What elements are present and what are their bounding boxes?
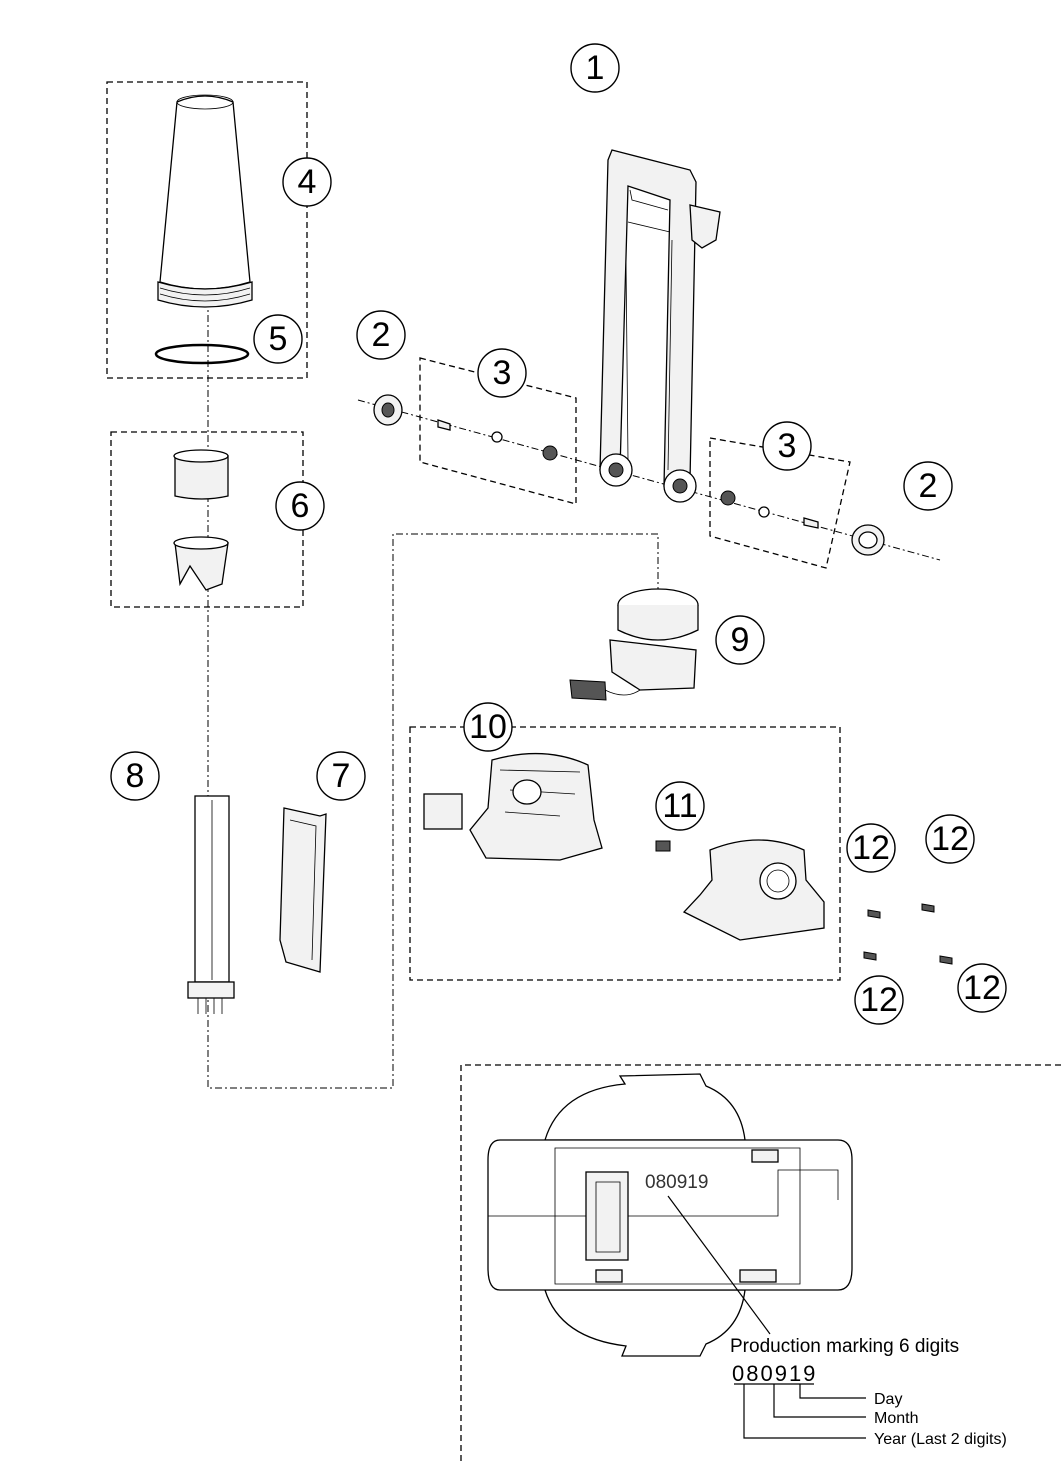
svg-text:12: 12 — [860, 981, 898, 1019]
part-uv-lamp — [187, 795, 235, 1014]
part-housing-base — [423, 752, 603, 861]
part-clip — [655, 840, 671, 852]
svg-text:9: 9 — [731, 621, 750, 659]
svg-text:4: 4 — [298, 163, 317, 201]
group-box-4-5 — [106, 81, 308, 379]
legend-day: Day — [874, 1391, 902, 1408]
part-control-unit — [569, 588, 699, 701]
callout-11: 11 — [655, 781, 705, 831]
svg-text:12: 12 — [931, 820, 969, 858]
callout-9: 9 — [715, 615, 765, 665]
callout-12-a: 12 — [846, 823, 896, 873]
svg-text:6: 6 — [291, 487, 310, 525]
part-screw-1 — [867, 909, 881, 919]
legend-month: Month — [874, 1410, 918, 1427]
part-screw-3 — [863, 951, 877, 961]
stamp-leader-line — [667, 1195, 771, 1335]
part-end-cap-left — [373, 394, 403, 426]
part-end-cap-right — [851, 524, 885, 556]
callout-12-d: 12 — [957, 963, 1007, 1013]
production-marking-digits: 080919 — [732, 1361, 817, 1386]
svg-text:7: 7 — [332, 757, 351, 795]
legend-leader-year — [743, 1384, 866, 1439]
callout-2-left: 2 — [356, 310, 406, 360]
part-screw-2 — [921, 903, 935, 913]
part-filter-cartridges — [173, 449, 229, 591]
production-marking-title: Production marking 6 digits — [730, 1336, 959, 1357]
svg-text:12: 12 — [852, 829, 890, 867]
svg-text:1: 1 — [586, 49, 605, 87]
callout-1: 1 — [570, 43, 620, 93]
part-fastener-set-right — [720, 490, 819, 529]
part-shield-plate — [279, 807, 327, 973]
callout-5: 5 — [253, 314, 303, 364]
part-o-ring — [154, 343, 250, 365]
group-box-6 — [110, 431, 304, 608]
inset-stamp-text: 080919 — [645, 1172, 708, 1193]
callout-12-b: 12 — [925, 814, 975, 864]
svg-text:3: 3 — [778, 427, 797, 465]
svg-text:5: 5 — [269, 320, 288, 358]
inset-base-bottom-view — [487, 1073, 853, 1357]
svg-text:2: 2 — [372, 316, 391, 354]
callout-3-left: 3 — [477, 348, 527, 398]
group-box-3-left — [419, 357, 577, 505]
svg-text:8: 8 — [126, 757, 145, 795]
callout-2-right: 2 — [903, 461, 953, 511]
part-housing-cover — [682, 839, 825, 941]
callout-10: 10 — [463, 702, 513, 752]
assembly-axis-diagonal — [357, 399, 941, 561]
part-screw-4 — [939, 955, 953, 965]
callout-7: 7 — [316, 751, 366, 801]
inset-frame — [460, 1064, 1063, 1461]
callout-8: 8 — [110, 751, 160, 801]
callout-6: 6 — [275, 481, 325, 531]
svg-text:11: 11 — [662, 787, 697, 825]
callout-3-right: 3 — [762, 421, 812, 471]
legend-year: Year (Last 2 digits) — [874, 1431, 1007, 1448]
part-water-tank — [157, 94, 253, 308]
callout-12-c: 12 — [854, 975, 904, 1025]
callout-4: 4 — [282, 157, 332, 207]
svg-text:10: 10 — [469, 708, 507, 746]
legend-leader-month — [773, 1384, 866, 1418]
part-fastener-set-left — [437, 419, 558, 461]
part-frame-handle — [599, 149, 721, 503]
group-box-10 — [409, 726, 841, 981]
svg-text:2: 2 — [919, 467, 938, 505]
svg-text:3: 3 — [493, 354, 512, 392]
svg-text:12: 12 — [963, 969, 1001, 1007]
legend-leader-day — [799, 1384, 866, 1399]
